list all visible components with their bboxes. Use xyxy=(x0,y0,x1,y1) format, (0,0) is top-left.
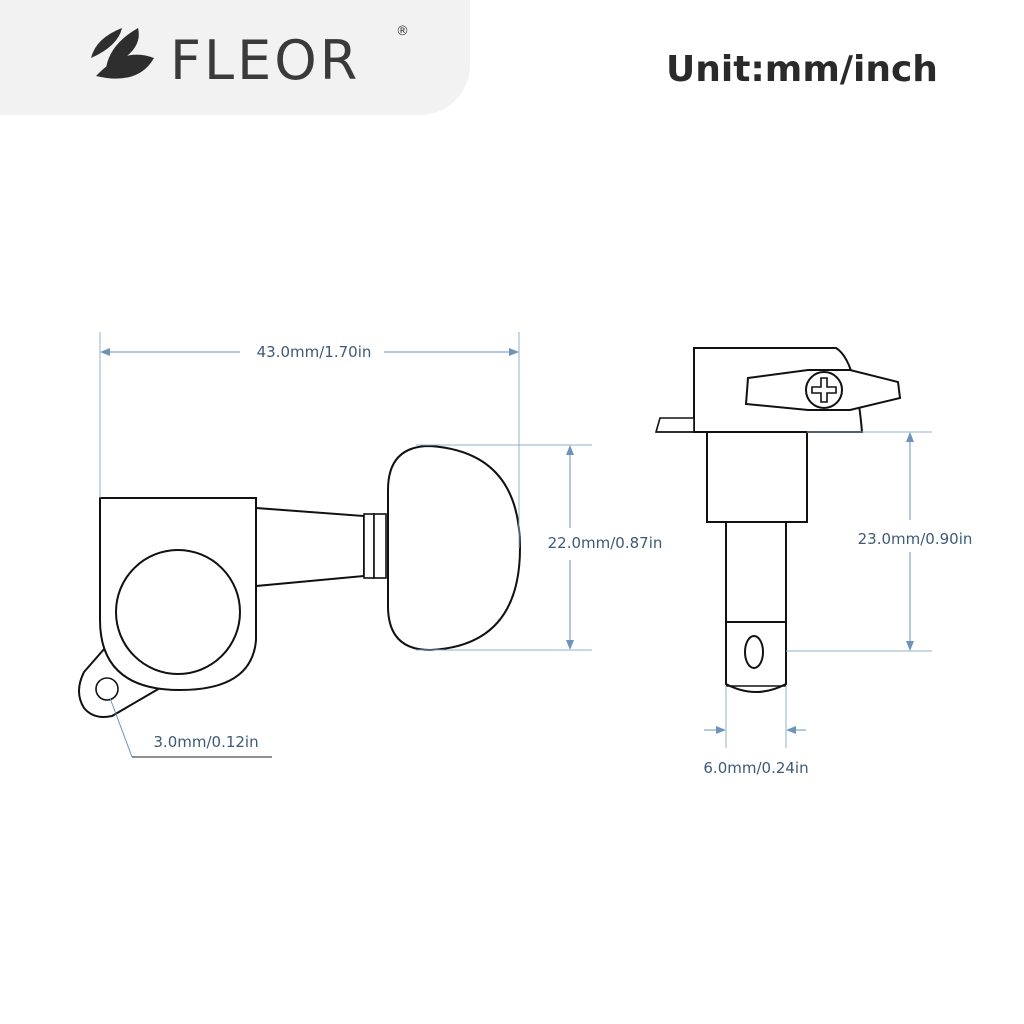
overall-length-label: 43.0mm/1.70in xyxy=(257,343,372,361)
leaf-logo-icon xyxy=(91,28,154,79)
dimension-overall-length: 43.0mm/1.70in xyxy=(99,332,520,548)
dimension-post-diameter: 6.0mm/0.24in xyxy=(703,686,809,777)
string-hole xyxy=(744,635,764,669)
string-post xyxy=(725,521,787,623)
tuner-front-view xyxy=(654,347,902,693)
brand-name: FLEOR xyxy=(170,29,361,92)
dimension-button-height: 22.0mm/0.87in xyxy=(416,444,663,651)
registered-mark: ® xyxy=(396,24,409,39)
tuner-side-view xyxy=(78,444,522,718)
screw-hole-label: 3.0mm/0.12in xyxy=(153,733,258,751)
post-diameter-label: 6.0mm/0.24in xyxy=(703,759,808,777)
unit-label: Unit:mm/inch xyxy=(666,49,938,90)
shaft-collar xyxy=(363,513,375,579)
screw-hole xyxy=(95,677,119,701)
tuner-button xyxy=(387,444,522,652)
header-banner: FLEOR ® xyxy=(0,0,470,115)
button-height-label: 22.0mm/0.87in xyxy=(548,534,663,552)
gear-cover xyxy=(115,549,241,675)
shaft-collar-ring xyxy=(373,513,387,579)
tuner-shaft xyxy=(255,506,365,588)
dimension-post-height: 23.0mm/0.90in xyxy=(786,431,973,652)
post-height-label: 23.0mm/0.90in xyxy=(858,530,973,548)
post-bushing xyxy=(706,431,808,523)
side-tab xyxy=(654,417,695,433)
dimension-screw-hole: 3.0mm/0.12in xyxy=(109,697,272,758)
